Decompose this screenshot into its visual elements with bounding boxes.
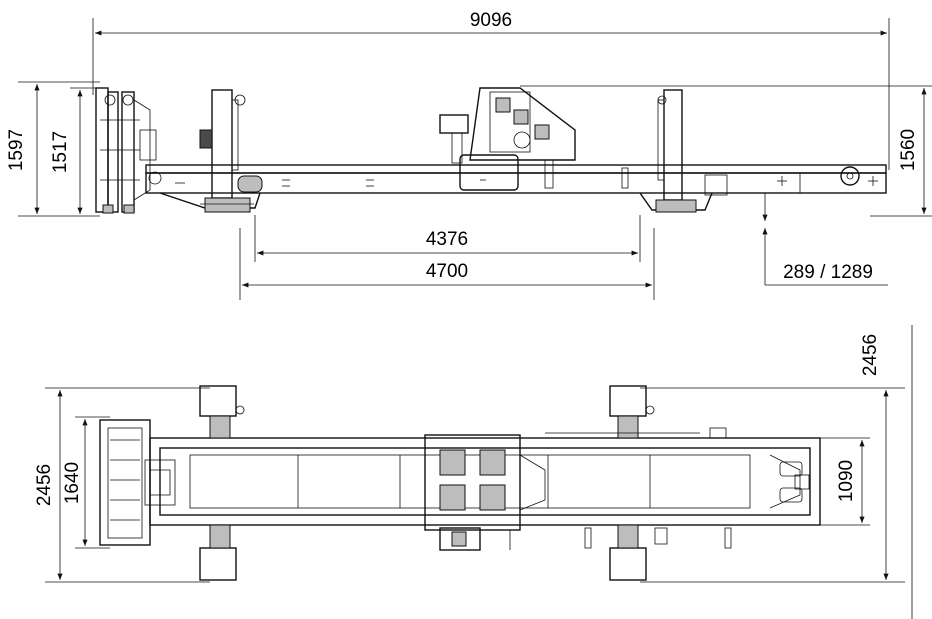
dim-top-width-right: 2456 bbox=[860, 334, 881, 376]
dim-top-width-left: 2456 bbox=[34, 464, 55, 506]
dim-height-left-inner: 1517 bbox=[50, 131, 71, 173]
dim-overall-length: 9096 bbox=[470, 10, 512, 31]
dim-inner-span: 4376 bbox=[426, 229, 468, 250]
dim-height-right: 1560 bbox=[898, 129, 919, 171]
dim-height-left-outer: 1597 bbox=[6, 129, 27, 171]
side-view: 9096 1597 1517 1560 bbox=[6, 10, 932, 300]
dim-adjust-range: 289 / 1289 bbox=[783, 262, 873, 283]
dim-tail-width: 1090 bbox=[836, 460, 857, 502]
top-view: 2456 1090 2456 1640 bbox=[34, 325, 913, 619]
dim-outer-span: 4700 bbox=[426, 261, 468, 282]
dim-head-width: 1640 bbox=[62, 462, 83, 504]
